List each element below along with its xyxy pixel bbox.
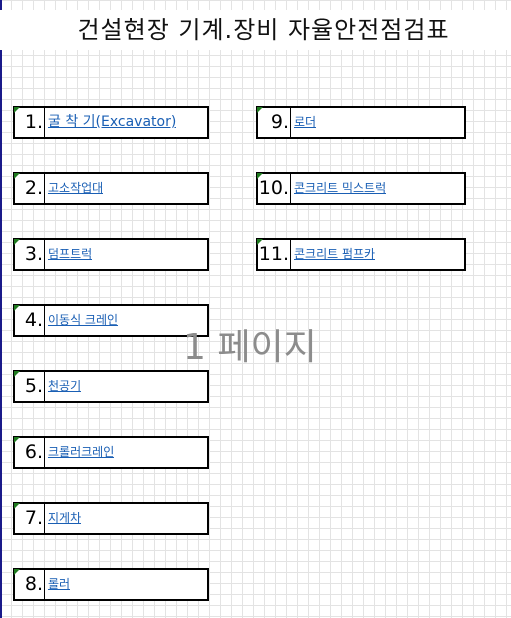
item-link[interactable]: 굴 착 기(Excavator) bbox=[48, 114, 177, 130]
item-link[interactable]: 이동식 크레인 bbox=[48, 313, 119, 327]
item-link[interactable]: 천공기 bbox=[48, 379, 82, 393]
item-number: 7. bbox=[24, 507, 43, 529]
item-number: 4. bbox=[24, 309, 43, 331]
item-number: 6. bbox=[24, 441, 43, 463]
comment-marker-icon bbox=[14, 503, 20, 509]
item-link[interactable]: 크롤러크레인 bbox=[48, 445, 115, 459]
item-link[interactable]: 지게차 bbox=[48, 511, 82, 525]
comment-marker-icon bbox=[14, 107, 20, 113]
item-number: 5. bbox=[24, 375, 43, 397]
checklist-item-roller[interactable]: 8. 롤러 bbox=[13, 568, 209, 601]
comment-marker-icon bbox=[14, 173, 20, 179]
comment-marker-icon bbox=[14, 239, 20, 245]
item-number: 8. bbox=[24, 573, 43, 595]
item-link[interactable]: 롤러 bbox=[48, 577, 71, 591]
item-number: 1. bbox=[24, 111, 43, 133]
item-number: 10. bbox=[258, 177, 289, 199]
item-number: 3. bbox=[24, 243, 43, 265]
item-number: 11. bbox=[258, 243, 289, 265]
item-link[interactable]: 로더 bbox=[294, 115, 317, 129]
checklist-item-drilling-machine[interactable]: 5. 천공기 bbox=[13, 370, 209, 403]
comment-marker-icon bbox=[14, 569, 20, 575]
page-title: 건설현장 기계.장비 자율안전점검표 bbox=[0, 10, 511, 50]
item-link[interactable]: 덤프트럭 bbox=[48, 247, 93, 261]
checklist-item-dump-truck[interactable]: 3. 덤프트럭 bbox=[13, 238, 209, 271]
comment-marker-icon bbox=[257, 107, 263, 113]
checklist-item-excavator[interactable]: 1. 굴 착 기(Excavator) bbox=[13, 106, 209, 139]
checklist-item-loader[interactable]: 9. 로더 bbox=[256, 106, 466, 139]
item-number: 9. bbox=[270, 111, 289, 133]
item-link[interactable]: 콘크리트 펌프카 bbox=[294, 247, 376, 261]
comment-marker-icon bbox=[14, 305, 20, 311]
sheet-left-border bbox=[0, 0, 2, 618]
checklist-item-concrete-pump-car[interactable]: 11. 콘크리트 펌프카 bbox=[256, 238, 466, 271]
checklist-item-crawler-crane[interactable]: 6. 크롤러크레인 bbox=[13, 436, 209, 469]
comment-marker-icon bbox=[257, 173, 263, 179]
checklist-item-aerial-work-platform[interactable]: 2. 고소작업대 bbox=[13, 172, 209, 205]
checklist-item-mobile-crane[interactable]: 4. 이동식 크레인 bbox=[13, 304, 209, 337]
comment-marker-icon bbox=[14, 437, 20, 443]
comment-marker-icon bbox=[257, 239, 263, 245]
comment-marker-icon bbox=[14, 371, 20, 377]
item-number: 2. bbox=[24, 177, 43, 199]
item-link[interactable]: 콘크리트 믹스트럭 bbox=[294, 181, 387, 195]
checklist-item-concrete-mixer-truck[interactable]: 10. 콘크리트 믹스트럭 bbox=[256, 172, 466, 205]
checklist-item-forklift[interactable]: 7. 지게차 bbox=[13, 502, 209, 535]
item-link[interactable]: 고소작업대 bbox=[48, 181, 104, 195]
